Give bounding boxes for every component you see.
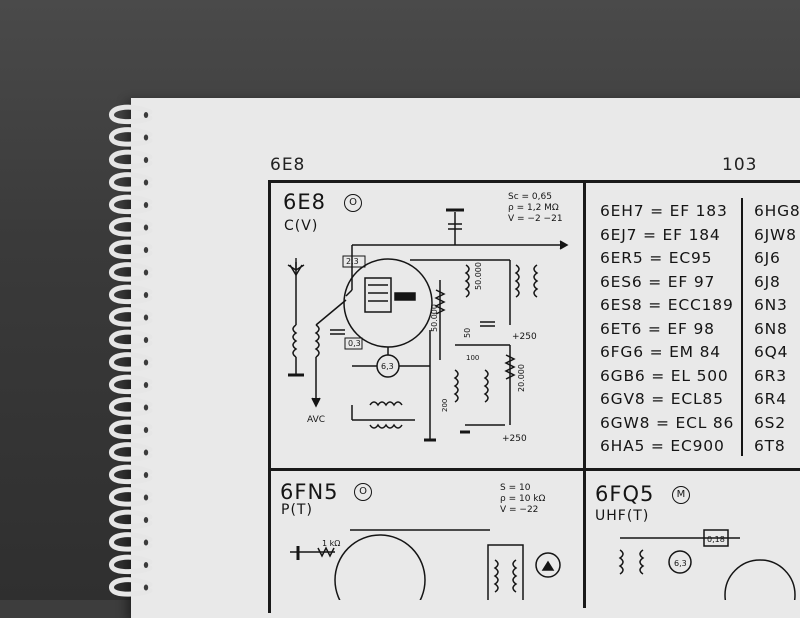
equivalents-list: 6EH7 = EF 183 6EJ7 = EF 184 6ER5 = EC95 … <box>600 200 734 459</box>
equivalent-item: 6EH7 = EF 183 <box>600 202 728 220</box>
equivalents-separator <box>741 198 743 456</box>
label-r6: 20.000 <box>517 364 526 392</box>
equivalent-item: 6GB6 = EL 500 <box>600 366 729 385</box>
equivalent-item: 6R4 <box>754 390 787 408</box>
equivalent-item: 6N8 <box>754 319 788 338</box>
equivalent-item: 6EJ7 = EF 184 <box>600 225 721 244</box>
label-avc: AVC <box>307 415 325 425</box>
label-fn5-resistor: 1 kΩ <box>322 539 340 548</box>
label-r4: 50 <box>463 328 472 338</box>
tube-type-6e8: C(V) <box>284 218 319 234</box>
table-frame <box>268 180 800 613</box>
param-line: S = 10 <box>500 483 531 493</box>
tube-name-6fq5: 6FQ5 <box>595 482 655 506</box>
equivalent-item: 6J8 <box>754 272 781 291</box>
tube-envelope <box>343 258 433 348</box>
param-line: ρ = 10 kΩ <box>500 494 546 504</box>
equivalent-item: 6R3 <box>754 366 787 385</box>
tube-badge-6fn5: O <box>354 483 372 501</box>
equivalent-item: 6GV8 = ECL85 <box>600 390 724 408</box>
tube-params-6e8: Sc = 0,65 ρ = 1,2 MΩ V = −2 −21 <box>508 192 563 225</box>
equivalent-item: 6FG6 = EM 84 <box>600 343 721 361</box>
tube-badge-6fq5: M <box>672 486 690 504</box>
equivalent-item: 6Q4 <box>754 343 789 361</box>
equivalent-item: 6N3 <box>754 296 788 314</box>
label-plus250-b: +250 <box>502 434 527 444</box>
label-fq5-capacitor: 6,3 <box>674 559 687 568</box>
row-divider <box>268 468 800 471</box>
equivalent-item: 6S2 <box>754 413 786 432</box>
label-r8: 200 <box>441 399 449 412</box>
header-tube-ref: 6E8 <box>270 155 306 175</box>
column-divider-lower <box>583 468 586 608</box>
param-line: V = −22 <box>500 505 539 515</box>
equivalent-item: 6J6 <box>754 249 781 267</box>
equivalent-item: 6HG8 <box>754 202 800 220</box>
equivalent-item: 6JW8 <box>754 225 797 244</box>
equivalent-item: 6HA5 = EC900 <box>600 437 725 455</box>
label-c1: 6,3 <box>381 362 394 371</box>
label-r1: 2,3 <box>346 257 359 266</box>
tube-envelope-6fn5 <box>334 534 426 600</box>
param-line: V = −2 −21 <box>508 214 563 224</box>
tube-grid <box>364 277 392 313</box>
tube-params-6fn5: S = 10 ρ = 10 kΩ V = −22 <box>500 483 545 516</box>
equivalent-item: 6ES6 = EF 97 <box>600 272 716 291</box>
book-page <box>131 98 800 618</box>
circuit-schematic: 2,3 0,3 6,3 AVC 50.000 50 50.000 20.000 … <box>287 208 796 600</box>
tube-badge-6e8: O <box>344 194 362 212</box>
label-fq5-resistor: 0,18 <box>707 535 725 544</box>
equivalents-list-right: 6HG8 6JW8 6J6 6J8 6N3 6N8 6Q4 6R3 6R4 6S… <box>754 200 800 459</box>
param-line: ρ = 1,2 MΩ <box>508 203 559 213</box>
tube-name-6e8: 6E8 <box>283 190 326 214</box>
tube-name-6fn5: 6FN5 <box>280 480 339 504</box>
equivalent-item: 6ES8 = ECC189 <box>600 296 734 314</box>
param-line: Sc = 0,65 <box>508 192 552 202</box>
equivalent-item: 6ER5 = EC95 <box>600 249 713 267</box>
equivalent-item: 6GW8 = ECL 86 <box>600 413 735 432</box>
label-r3: 50.000 <box>474 262 483 290</box>
label-plus250-a: +250 <box>512 332 537 342</box>
column-divider <box>583 180 586 470</box>
page-number: 103 <box>722 155 758 175</box>
equivalent-item: 6T8 <box>754 437 786 455</box>
label-r5: 50.000 <box>430 304 439 332</box>
label-r7: 100 <box>466 354 479 362</box>
tube-type-6fn5: P(T) <box>281 502 313 518</box>
tube-type-6fq5: UHF(T) <box>595 508 650 524</box>
equivalent-item: 6ET6 = EF 98 <box>600 319 715 338</box>
label-r2: 0,3 <box>348 339 361 348</box>
